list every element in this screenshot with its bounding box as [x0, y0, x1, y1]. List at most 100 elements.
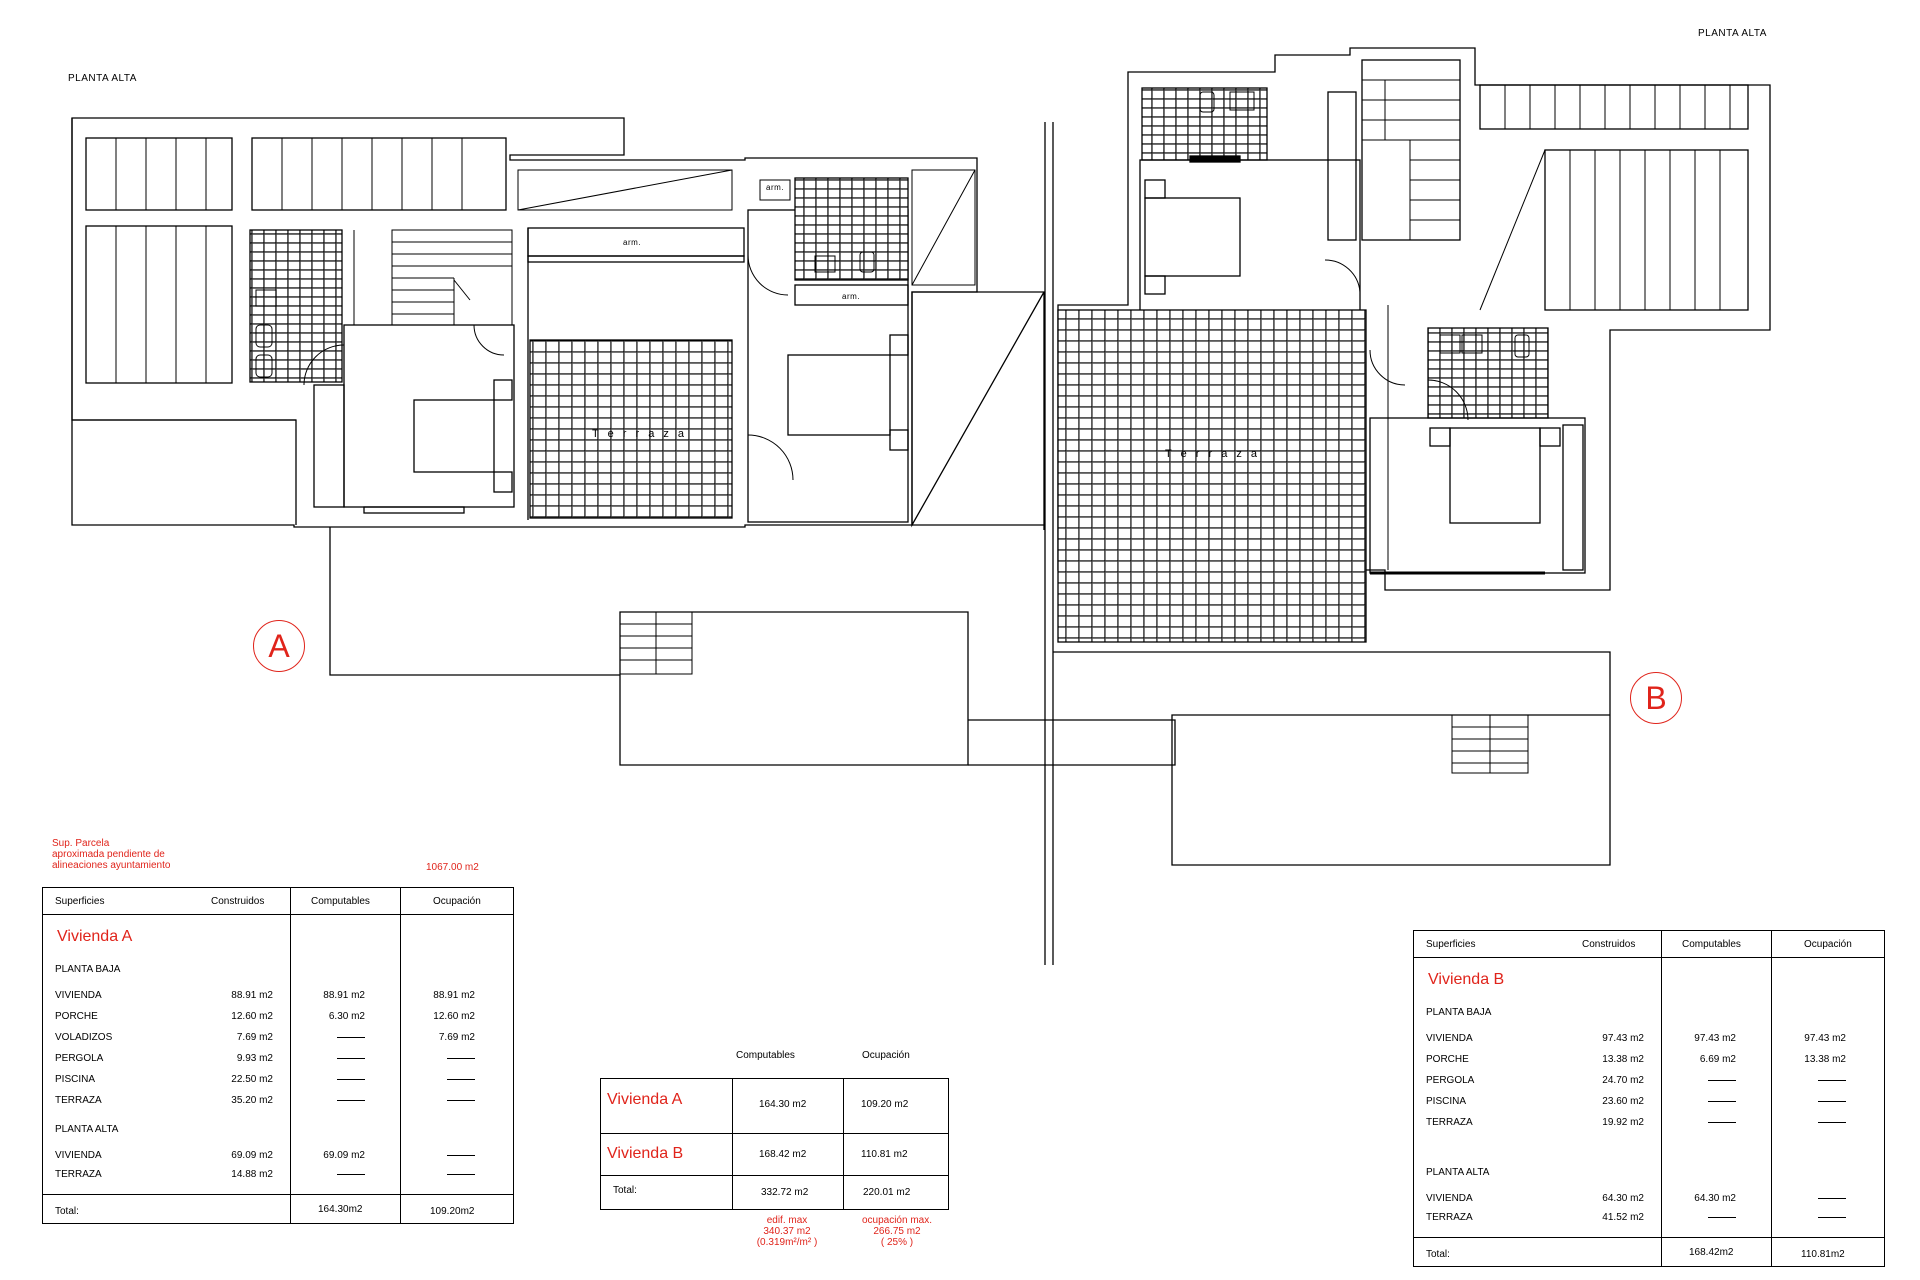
- area-construidos: 41.52 m2: [1602, 1212, 1644, 1223]
- empty-dash: [337, 1057, 365, 1059]
- area-ocupacion: [1776, 1212, 1846, 1223]
- area-computables: [295, 1095, 365, 1106]
- area-ocupacion: 97.43 m2: [1804, 1033, 1846, 1044]
- area-name: VIVIENDA: [55, 990, 102, 1001]
- area-computables: 6.30 m2: [328, 1011, 365, 1022]
- wardrobe-label-2: arm.: [766, 183, 784, 192]
- area-name: TERRAZA: [55, 1169, 102, 1180]
- empty-dash: [1708, 1121, 1736, 1123]
- table-vivienda-b: Superficies Construidos Computables Ocup…: [1413, 930, 1885, 1267]
- empty-dash: [1708, 1100, 1736, 1102]
- parcel-note: Sup. Parcela aproximada pendiente de ali…: [52, 838, 171, 871]
- area-computables: [295, 1032, 365, 1043]
- summary-h-comp: Computables: [736, 1050, 795, 1061]
- empty-dash: [337, 1173, 365, 1175]
- area-computables: 69.09 m2: [323, 1150, 365, 1161]
- area-name: PORCHE: [1426, 1054, 1469, 1065]
- area-construidos: 23.60 m2: [1602, 1096, 1644, 1107]
- area-ocupacion: 13.38 m2: [1804, 1054, 1846, 1065]
- area-computables: [295, 1053, 365, 1064]
- area-name: VOLADIZOS: [55, 1032, 113, 1043]
- edif-max-note: edif. max 340.37 m2 (0.319m²/m² ): [756, 1215, 818, 1248]
- parcel-area: 1067.00 m2: [426, 862, 479, 873]
- area-computables: 97.43 m2: [1694, 1033, 1736, 1044]
- area-construidos: 35.20 m2: [231, 1095, 273, 1106]
- right-plan-label: PLANTA ALTA: [1698, 28, 1767, 39]
- area-construidos: 14.88 m2: [231, 1169, 273, 1180]
- area-name: VIVIENDA: [55, 1150, 102, 1161]
- empty-dash: [1818, 1079, 1846, 1081]
- area-ocupacion: [405, 1169, 475, 1180]
- area-ocupacion: 7.69 m2: [438, 1032, 475, 1043]
- area-ocupacion: [1776, 1117, 1846, 1128]
- wardrobe-label-3: arm.: [842, 292, 860, 301]
- marker-b: B: [1630, 672, 1682, 724]
- area-ocupacion: 88.91 m2: [433, 990, 475, 1001]
- area-name: TERRAZA: [1426, 1212, 1473, 1223]
- area-construidos: 19.92 m2: [1602, 1117, 1644, 1128]
- area-construidos: 22.50 m2: [231, 1074, 273, 1085]
- empty-dash: [1818, 1121, 1846, 1123]
- area-ocupacion: [405, 1053, 475, 1064]
- area-construidos: 13.38 m2: [1602, 1054, 1644, 1065]
- empty-dash: [447, 1057, 475, 1059]
- empty-dash: [447, 1154, 475, 1156]
- area-construidos: 69.09 m2: [231, 1150, 273, 1161]
- area-computables: [295, 1074, 365, 1085]
- area-name: PERGOLA: [55, 1053, 104, 1064]
- area-computables: 6.69 m2: [1699, 1054, 1736, 1065]
- ocupacion-max-note: ocupación max. 266.75 m2 ( 25% ): [861, 1215, 933, 1248]
- empty-dash: [1818, 1100, 1846, 1102]
- marker-a: A: [253, 620, 305, 672]
- area-ocupacion: [405, 1095, 475, 1106]
- area-computables: 88.91 m2: [323, 990, 365, 1001]
- area-ocupacion: [1776, 1096, 1846, 1107]
- area-construidos: 12.60 m2: [231, 1011, 273, 1022]
- area-name: TERRAZA: [55, 1095, 102, 1106]
- area-name: PISCINA: [55, 1074, 96, 1085]
- area-name: PORCHE: [55, 1011, 98, 1022]
- area-construidos: 24.70 m2: [1602, 1075, 1644, 1086]
- left-plan-label: PLANTA ALTA: [68, 73, 137, 84]
- empty-dash: [1708, 1216, 1736, 1218]
- empty-dash: [447, 1078, 475, 1080]
- area-construidos: 64.30 m2: [1602, 1193, 1644, 1204]
- area-construidos: 9.93 m2: [236, 1053, 273, 1064]
- area-ocupacion: [1776, 1075, 1846, 1086]
- area-computables: [1666, 1096, 1736, 1107]
- empty-dash: [337, 1036, 365, 1038]
- house-b-plan: [1053, 47, 1771, 866]
- area-name: TERRAZA: [1426, 1117, 1473, 1128]
- area-ocupacion: [405, 1150, 475, 1161]
- empty-dash: [337, 1099, 365, 1101]
- table-vivienda-a: Superficies Construidos Computables Ocup…: [42, 887, 514, 1224]
- area-name: PISCINA: [1426, 1096, 1467, 1107]
- empty-dash: [337, 1078, 365, 1080]
- area-computables: [295, 1169, 365, 1180]
- empty-dash: [447, 1173, 475, 1175]
- empty-dash: [1708, 1079, 1736, 1081]
- terraza-label-b: T e r r a z a: [1165, 448, 1261, 460]
- area-computables: 64.30 m2: [1694, 1193, 1736, 1204]
- empty-dash: [1818, 1197, 1846, 1199]
- area-name: VIVIENDA: [1426, 1193, 1473, 1204]
- area-construidos: 97.43 m2: [1602, 1033, 1644, 1044]
- area-ocupacion: [405, 1074, 475, 1085]
- boundary-line: [1044, 122, 1054, 965]
- table-summary: Vivienda A 164.30 m2 109.20 m2 Vivienda …: [600, 1078, 949, 1210]
- area-name: VIVIENDA: [1426, 1033, 1473, 1044]
- house-a-plan: [71, 117, 1176, 766]
- summary-h-ocup: Ocupación: [862, 1050, 910, 1061]
- area-construidos: 7.69 m2: [236, 1032, 273, 1043]
- area-computables: [1666, 1212, 1736, 1223]
- area-construidos: 88.91 m2: [231, 990, 273, 1001]
- area-computables: [1666, 1117, 1736, 1128]
- area-name: PERGOLA: [1426, 1075, 1475, 1086]
- area-ocupacion: [1776, 1193, 1846, 1204]
- terraza-label-a: T e r r a z a: [592, 428, 688, 440]
- empty-dash: [447, 1099, 475, 1101]
- wardrobe-label-1: arm.: [623, 238, 641, 247]
- empty-dash: [1818, 1216, 1846, 1218]
- area-ocupacion: 12.60 m2: [433, 1011, 475, 1022]
